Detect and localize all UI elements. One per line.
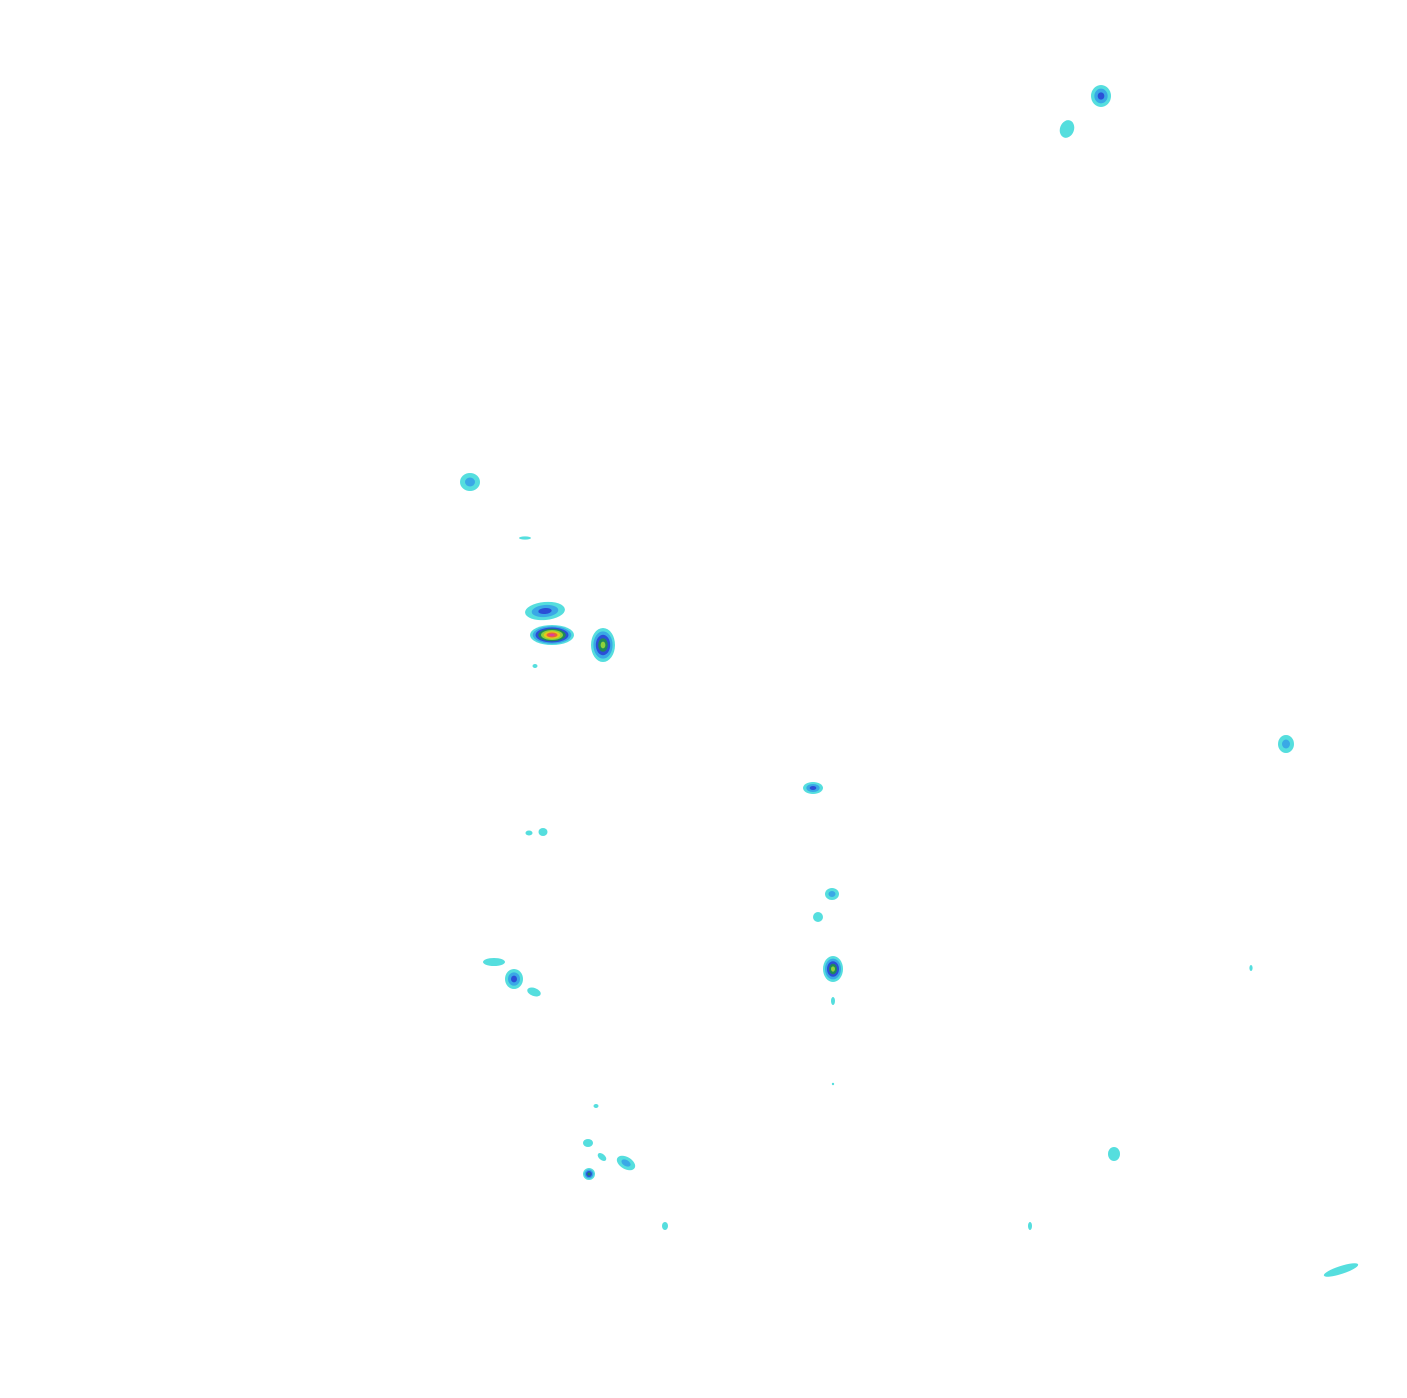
contour-level-4: [831, 966, 835, 972]
contour-level-0: [525, 830, 533, 836]
contour-level-0: [527, 987, 541, 997]
contour-peak-8: [591, 628, 615, 662]
contour-peak-6: [530, 625, 574, 645]
contour-peak-23: [583, 1168, 595, 1180]
contour-peak-26: [662, 1222, 668, 1230]
contour-peak-28: [1028, 1222, 1032, 1230]
contour-peak-27: [1108, 1147, 1120, 1161]
contour-level-0: [1028, 1222, 1032, 1230]
contour-peak-7: [532, 664, 538, 668]
contour-peak-24: [583, 1139, 593, 1147]
contour-level-0: [831, 1082, 835, 1086]
contour-peak-1: [1091, 85, 1111, 107]
contour-peak-21: [593, 1104, 599, 1108]
contour-peak-2: [1059, 120, 1075, 138]
contour-level-1: [828, 891, 836, 897]
contour-level-2: [809, 786, 817, 790]
contour-level-3: [587, 1172, 591, 1176]
contour-level-0: [532, 664, 538, 668]
contour-level-0: [538, 828, 548, 836]
contour-level-0: [1059, 120, 1075, 138]
contour-level-0: [593, 1104, 599, 1108]
contour-peak-25: [597, 1153, 607, 1161]
contour-peak-19: [483, 958, 505, 966]
contour-level-7: [549, 633, 555, 637]
contour-level-1: [465, 477, 475, 487]
contour-level-0: [813, 912, 823, 922]
contour-peak-17: [1249, 965, 1253, 971]
contour-level-0: [483, 958, 505, 966]
contour-peak-16: [831, 997, 835, 1005]
contour-level-0: [831, 997, 835, 1005]
contour-peak-15: [823, 956, 843, 982]
contour-peak-30: [831, 1082, 835, 1086]
contour-peak-29: [1323, 1263, 1359, 1277]
contour-peaks-layer: [460, 85, 1359, 1277]
contour-peak-20: [527, 987, 541, 997]
contour-level-0: [597, 1153, 607, 1161]
contour-peak-9: [1278, 735, 1294, 753]
contour-level-2: [1097, 92, 1105, 100]
contour-level-0: [1323, 1263, 1359, 1277]
contour-level-0: [1249, 965, 1253, 971]
contour-level-2: [511, 975, 517, 983]
contour-peak-10: [803, 782, 823, 794]
contour-peak-5: [525, 601, 565, 621]
contour-peak-11: [525, 830, 533, 836]
contour-level-0: [519, 536, 531, 540]
contour-peak-12: [538, 828, 548, 836]
contour-level-4: [600, 641, 606, 649]
contour-peak-4: [519, 536, 531, 540]
contour-level-1: [1282, 739, 1290, 749]
contour-level-0: [662, 1222, 668, 1230]
contour-peak-14: [813, 912, 823, 922]
contour-level-0: [1108, 1147, 1120, 1161]
contour-level-1: [621, 1159, 631, 1167]
contour-peak-13: [825, 888, 839, 900]
contour-peak-18: [505, 969, 523, 989]
contour-peak-22: [616, 1155, 636, 1171]
contour-level-2: [538, 607, 552, 615]
contour-peak-3: [460, 473, 480, 491]
contour-level-0: [583, 1139, 593, 1147]
